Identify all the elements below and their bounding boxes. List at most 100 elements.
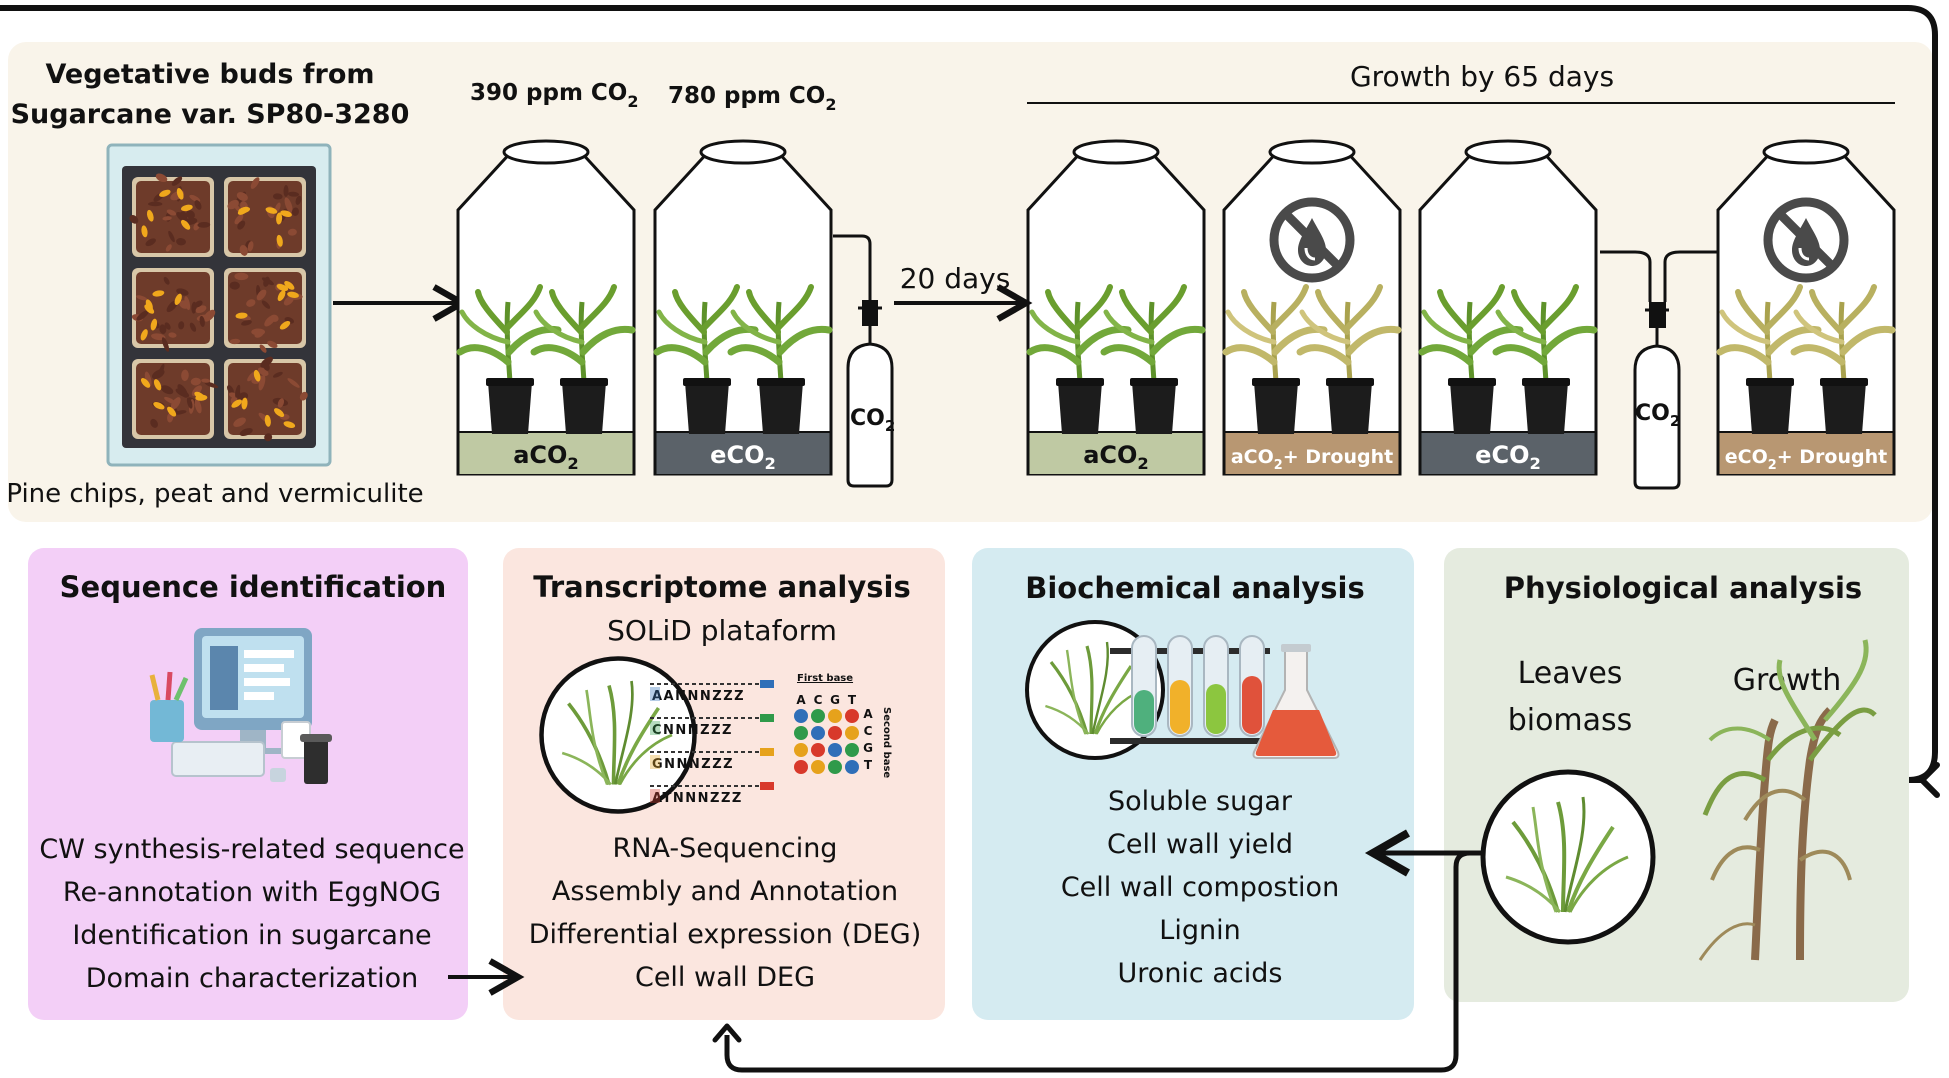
sequence-read: CNNNZZZ [650, 714, 774, 738]
transcriptome-subtitle: SOLiD plataform [607, 614, 837, 647]
plant-pot [1130, 378, 1178, 434]
no-water-icon [1768, 202, 1844, 278]
plant-pot [560, 378, 608, 434]
source-title-line1: Vegetative buds from [45, 59, 374, 90]
co2-cylinder-final: CO2 [1600, 250, 1718, 490]
first-base-letter: G [830, 693, 840, 707]
transcriptome-step: Differential expression (DEG) [529, 919, 922, 950]
substrate-label: Pine chips, peat and vermiculite [6, 479, 423, 509]
plant-pot [1746, 378, 1794, 434]
svg-text:CO2: CO2 [850, 406, 895, 435]
growth-chamber: eCO2 [1418, 139, 1598, 476]
biochemical-title: Biochemical analysis [1025, 571, 1365, 605]
first-base-letter: T [848, 693, 857, 707]
chamber-treatment-label: aCO2 [1083, 441, 1149, 473]
physiological-box [1444, 548, 1909, 1002]
color-dot [845, 709, 859, 723]
test-tubes [1110, 635, 1340, 759]
first-base-letter: C [814, 693, 823, 707]
sequence-read: GNNNZZZ [650, 748, 774, 772]
first-base-label: First base [797, 673, 853, 684]
chamber-treatment-label: eCO2 [710, 441, 776, 473]
sequence-read: ATNNNZZZ [650, 782, 774, 806]
sequence-box [28, 548, 468, 1020]
growth-period-label: Growth by 65 days [1350, 60, 1614, 93]
tray-cell [224, 356, 308, 442]
co2-cylinder-initial: CO2 [833, 234, 895, 488]
second-base-letter: G [863, 741, 873, 755]
sequencing-reads: AANNNZZZ CNNNZZZ GNNNZZZ ATNNNZZZ [650, 680, 774, 806]
chamber-390-label: 390 ppm CO2 [470, 80, 639, 111]
seed-tray [106, 143, 332, 467]
second-base-letter: C [864, 724, 873, 738]
biochemical-box [972, 548, 1414, 1020]
transcriptome-arrowhead [712, 1023, 742, 1043]
color-dot [828, 709, 842, 723]
color-dot [828, 726, 842, 740]
color-dot [794, 743, 808, 757]
tray-cell [132, 359, 219, 439]
second-base-label: Second base [881, 707, 892, 778]
growth-chamber: eCO2 [653, 139, 833, 476]
transcriptome-step: Assembly and Annotation [552, 876, 898, 907]
transcriptome-step: RNA-Sequencing [613, 833, 838, 864]
color-dot [828, 760, 842, 774]
transition-label: 20 days [900, 262, 1011, 295]
color-dot [828, 743, 842, 757]
growth-chamber: eCO2+ Drought [1716, 139, 1896, 476]
chamber-treatment-label: aCO2+ Drought [1231, 446, 1393, 473]
plant-pot [1056, 378, 1104, 434]
plant-pot [1326, 378, 1374, 434]
plant-pot [683, 378, 731, 434]
read-sequence-text: CNNNZZZ [652, 723, 733, 738]
physiological-plant-circle [1483, 772, 1653, 942]
transcriptome-title: Transcriptome analysis [533, 570, 910, 604]
plant-pot [757, 378, 805, 434]
color-dot [811, 726, 825, 740]
tray-cell [224, 177, 306, 257]
read-sequence-text: AANNNZZZ [652, 689, 745, 704]
biochemical-measure: Cell wall yield [1107, 829, 1293, 860]
sequence-step: Domain characterization [86, 963, 419, 994]
growth-chamber: aCO2 [456, 139, 636, 476]
chamber-780-label: 780 ppm CO2 [668, 83, 837, 114]
growth-chamber: aCO2+ Drought [1222, 139, 1402, 476]
biochemical-measure: Cell wall compostion [1061, 872, 1339, 903]
transcriptome-step: Cell wall DEG [635, 962, 815, 993]
plant-pot [1820, 378, 1868, 434]
plant-pot [1252, 378, 1300, 434]
chamber-treatment-label: eCO2+ Drought [1725, 446, 1887, 473]
biochemical-measure: Uronic acids [1118, 958, 1283, 989]
physiological-title: Physiological analysis [1504, 571, 1862, 605]
sequence-title: Sequence identification [60, 570, 447, 604]
computer-illustration [149, 628, 332, 784]
color-dot [794, 726, 808, 740]
color-dot [794, 760, 808, 774]
color-dot [845, 726, 859, 740]
plant-pot [1448, 378, 1496, 434]
biochemical-measure: Lignin [1159, 915, 1240, 946]
chamber-treatment-label: eCO2 [1475, 441, 1541, 473]
color-dot [811, 760, 825, 774]
second-base-letter: A [863, 707, 873, 721]
second-base-letter: T [864, 758, 873, 772]
sequence-step: Identification in sugarcane [72, 920, 431, 951]
sequence-step: CW synthesis-related sequence [39, 834, 464, 865]
plant-pot [486, 378, 534, 434]
leaves-biomass-line1: Leaves [1518, 656, 1623, 691]
color-dot [794, 709, 808, 723]
chambers-group: aCO2 eCO2 aCO2 aCO2+ Drought eCO2 eCO2+ Droug… [456, 139, 1896, 476]
sequence-step: Re-annotation with EggNOG [63, 877, 441, 908]
chamber-treatment-label: aCO2 [513, 441, 579, 473]
color-dot [845, 743, 859, 757]
color-dot [811, 743, 825, 757]
read-sequence-text: ATNNNZZZ [652, 791, 743, 806]
plant-pot [1522, 378, 1570, 434]
physiology-to-transcriptome-arrow [724, 850, 1484, 1073]
first-base-letter: A [796, 693, 806, 707]
loop-arrow [0, 5, 1938, 783]
color-dot [811, 709, 825, 723]
biochemical-measure: Soluble sugar [1108, 786, 1293, 817]
growth-chamber: aCO2 [1026, 139, 1206, 476]
